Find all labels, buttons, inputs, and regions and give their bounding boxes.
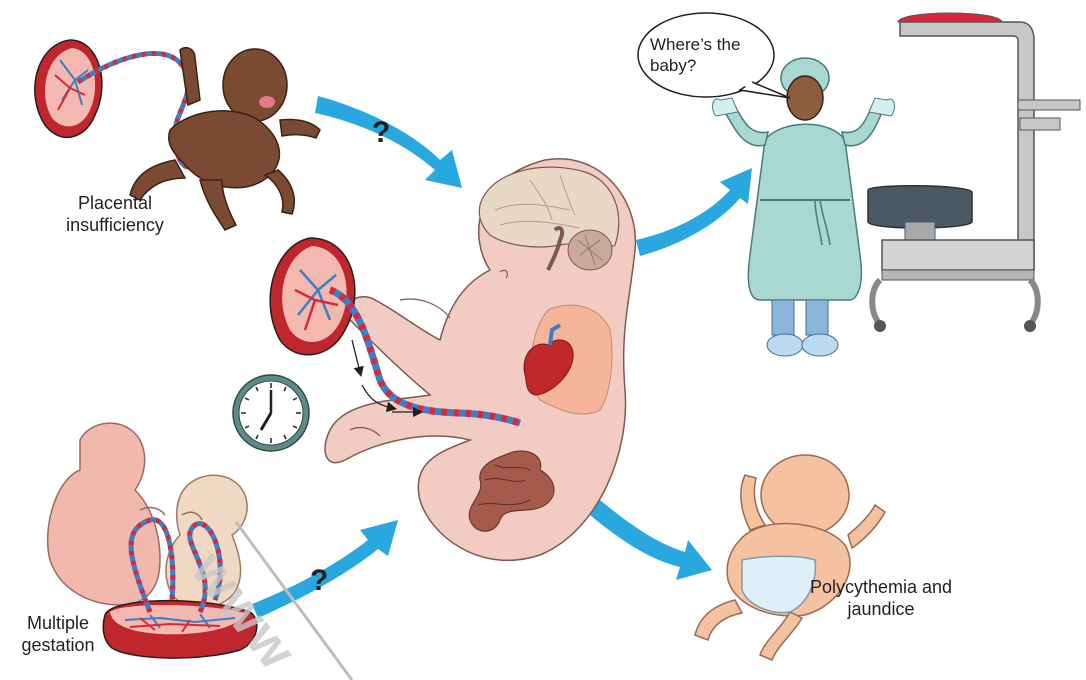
- question-mark-top: ?: [372, 118, 390, 148]
- flow-arrow-1: [352, 340, 360, 372]
- label-placental-insufficiency: Placental insufficiency: [40, 192, 190, 236]
- placenta-top-left: [35, 40, 102, 137]
- label-multiple-gestation: Multiple gestation: [2, 612, 114, 656]
- question-mark-bottom: ?: [310, 566, 328, 596]
- label-polycythemia-jaundice: Polycythemia and jaundice: [806, 576, 956, 620]
- warmer-icon: [868, 13, 1080, 332]
- nurse: [713, 58, 895, 356]
- clock-icon: [233, 375, 309, 451]
- speech-bubble-text: Where’s the baby?: [650, 34, 768, 76]
- crying-mouth: [259, 96, 275, 108]
- arrow-to-nurse: [636, 168, 752, 256]
- arrow-to-newborn: [590, 500, 712, 580]
